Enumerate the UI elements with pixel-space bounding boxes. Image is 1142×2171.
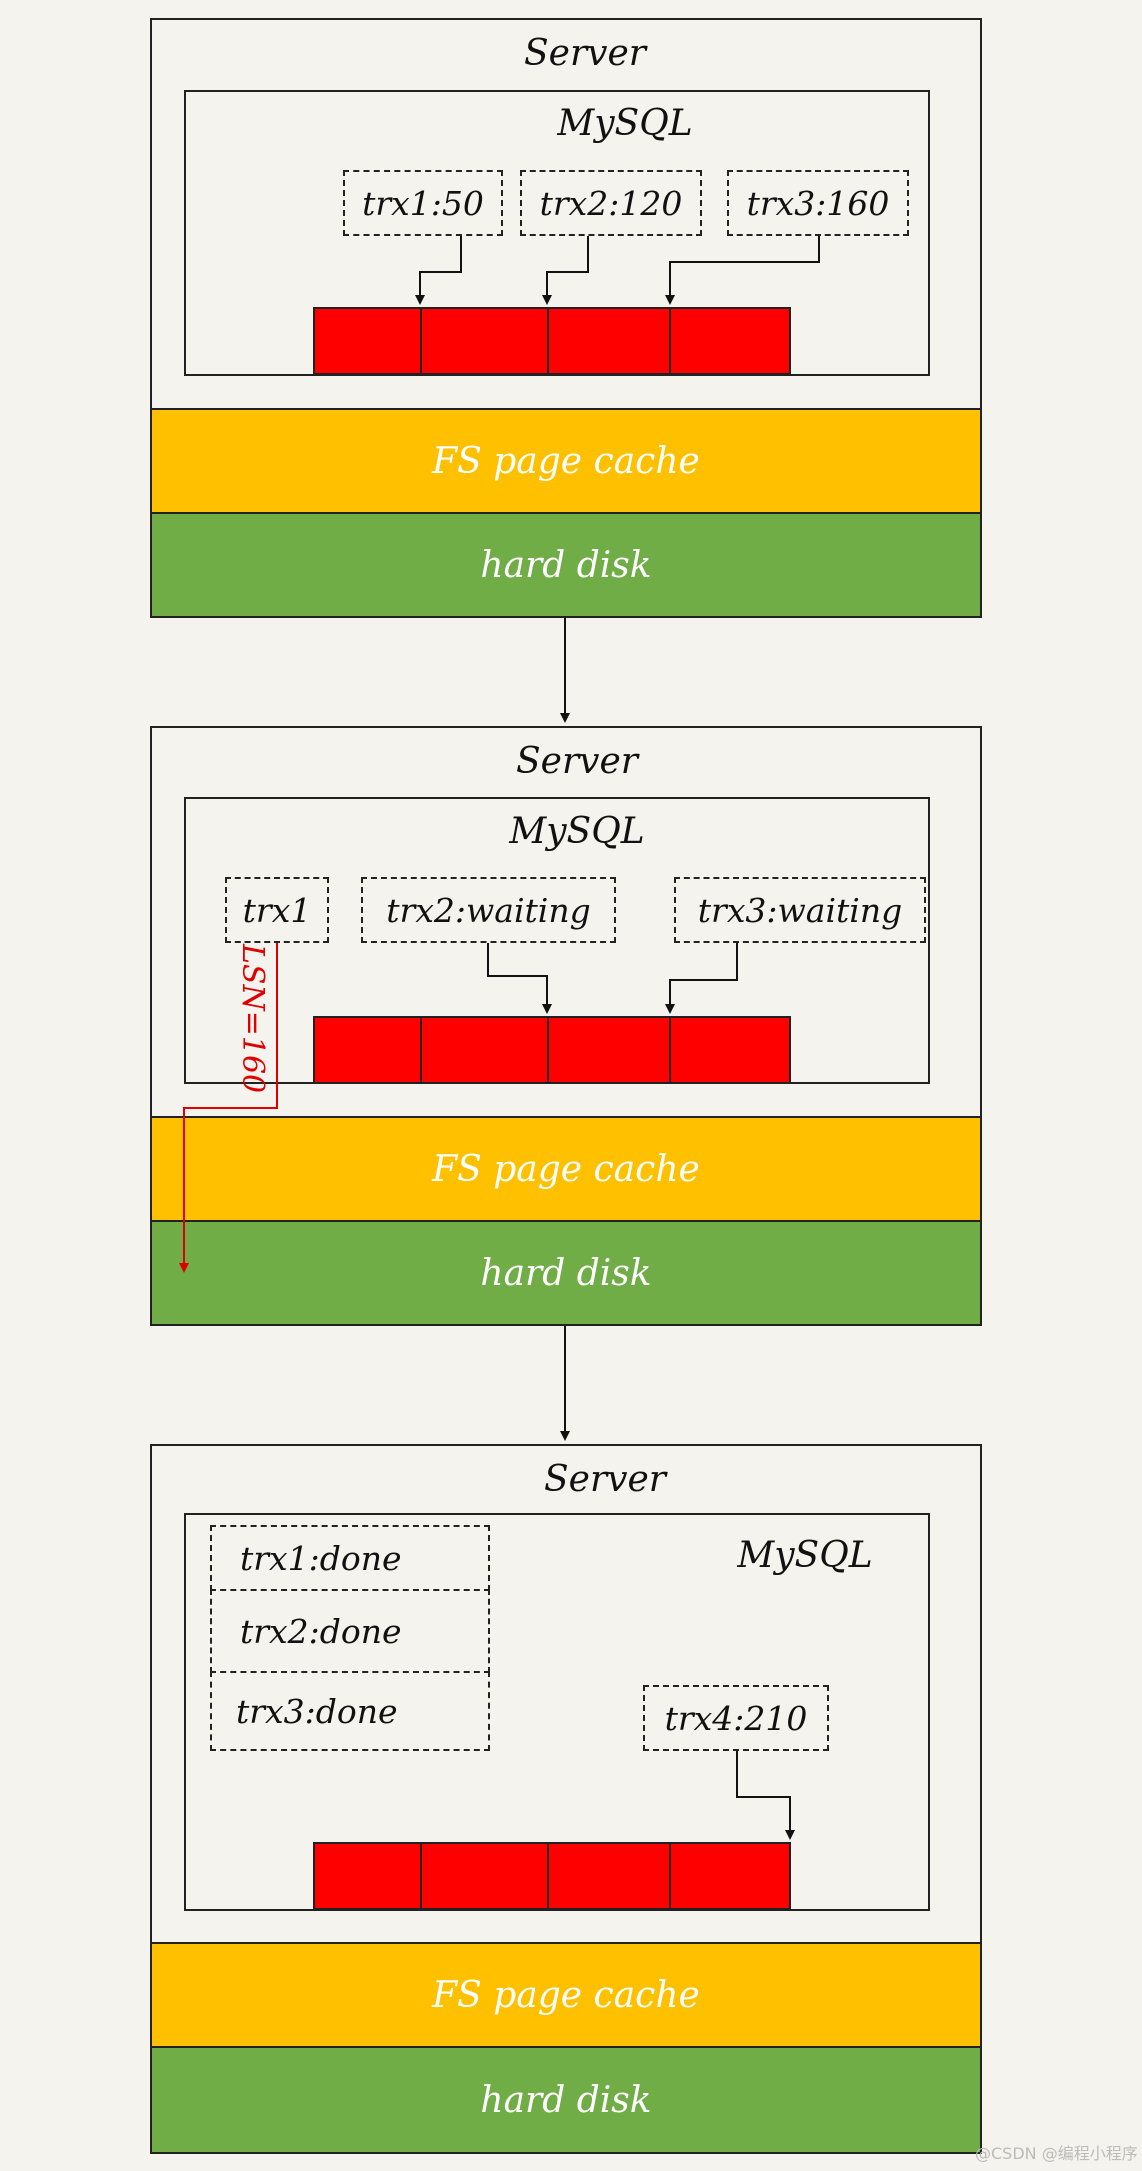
- fs-page-cache-stage2: FS page cache: [150, 1116, 982, 1222]
- trx3-done-box-stage3: trx3:done: [210, 1671, 490, 1751]
- trx1-box-stage1: trx1:50: [343, 170, 503, 236]
- redo-log-segment: [671, 1018, 789, 1082]
- redo-log-segment: [422, 1844, 549, 1908]
- trx1-box-stage2: trx1: [225, 877, 329, 943]
- trx2-done-box-stage3: trx2:done: [210, 1589, 490, 1673]
- trx4-box-stage3: trx4:210: [643, 1685, 829, 1751]
- watermark: @CSDN @编程小程序: [975, 2144, 1138, 2163]
- server-label-stage1: Server: [523, 33, 647, 74]
- server-label-stage3: Server: [543, 1459, 667, 1500]
- redo-log-buffer-stage2: [313, 1016, 791, 1084]
- redo-log-segment: [422, 1018, 549, 1082]
- trx3-box-stage1: trx3:160: [727, 170, 909, 236]
- redo-log-segment: [549, 1018, 671, 1082]
- redo-log-segment: [315, 309, 422, 373]
- redo-log-buffer-stage3: [313, 1842, 791, 1910]
- hard-disk-stage2: hard disk: [150, 1220, 982, 1326]
- redo-log-buffer-stage1: [313, 307, 791, 375]
- fs-page-cache-stage1: FS page cache: [150, 408, 982, 514]
- hard-disk-stage1: hard disk: [150, 512, 982, 618]
- redo-log-segment: [549, 1844, 671, 1908]
- mysql-label-stage3: MySQL: [737, 1535, 873, 1576]
- fs-page-cache-stage3: FS page cache: [150, 1942, 982, 2048]
- redo-log-segment: [315, 1018, 422, 1082]
- lsn-label: LSN=160: [235, 944, 270, 1094]
- hard-disk-stage3: hard disk: [150, 2046, 982, 2154]
- trx1-done-box-stage3: trx1:done: [210, 1525, 490, 1591]
- redo-log-segment: [549, 309, 671, 373]
- redo-log-segment: [671, 1844, 789, 1908]
- redo-log-segment: [422, 309, 549, 373]
- trx3-box-stage2: trx3:waiting: [674, 877, 926, 943]
- trx2-box-stage2: trx2:waiting: [361, 877, 616, 943]
- mysql-label-stage2: MySQL: [509, 811, 645, 852]
- server-label-stage2: Server: [515, 741, 639, 782]
- redo-log-segment: [671, 309, 789, 373]
- trx2-box-stage1: trx2:120: [520, 170, 702, 236]
- redo-log-segment: [315, 1844, 422, 1908]
- mysql-label-stage1: MySQL: [557, 103, 693, 144]
